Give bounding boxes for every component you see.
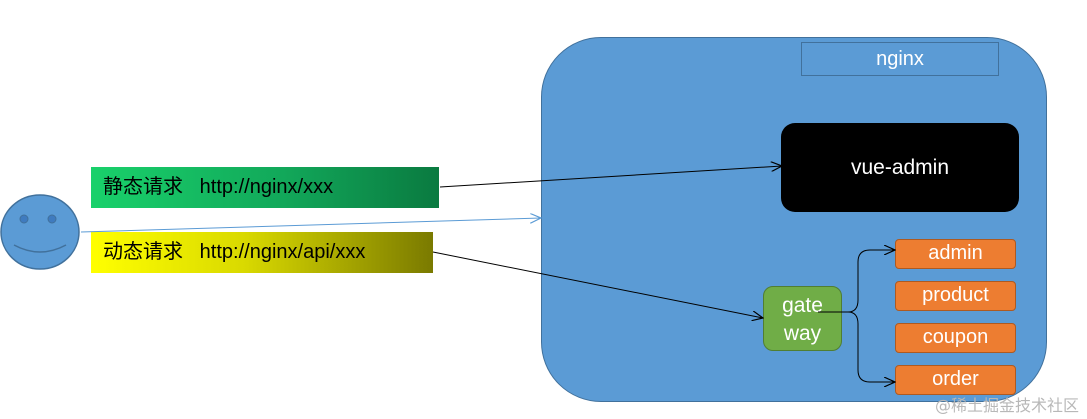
vue-admin-box: vue-admin xyxy=(781,123,1019,212)
watermark: @稀土掘金技术社区 xyxy=(934,396,1079,415)
nginx-label: nginx xyxy=(801,42,999,76)
static-request-label: 静态请求 xyxy=(103,176,183,198)
service-coupon-box: coupon xyxy=(895,323,1016,353)
dynamic-request-label: 动态请求 xyxy=(103,241,183,263)
static-request-url: http://nginx/xxx xyxy=(199,176,334,198)
gateway-label-line2: way xyxy=(783,322,822,345)
user-smiley-icon xyxy=(0,194,80,270)
service-admin-box: admin xyxy=(895,239,1016,269)
gateway-label-line1: gate xyxy=(782,294,823,317)
static-request-banner: 静态请求 http://nginx/xxx xyxy=(91,167,439,208)
dynamic-request-url: http://nginx/api/xxx xyxy=(199,241,366,263)
user-to-nginx-arrow xyxy=(80,218,541,233)
service-product-box: product xyxy=(895,281,1016,311)
dynamic-request-banner: 动态请求 http://nginx/api/xxx xyxy=(91,232,433,273)
service-order-box: order xyxy=(895,365,1016,395)
gateway-box: gate way xyxy=(763,286,842,351)
